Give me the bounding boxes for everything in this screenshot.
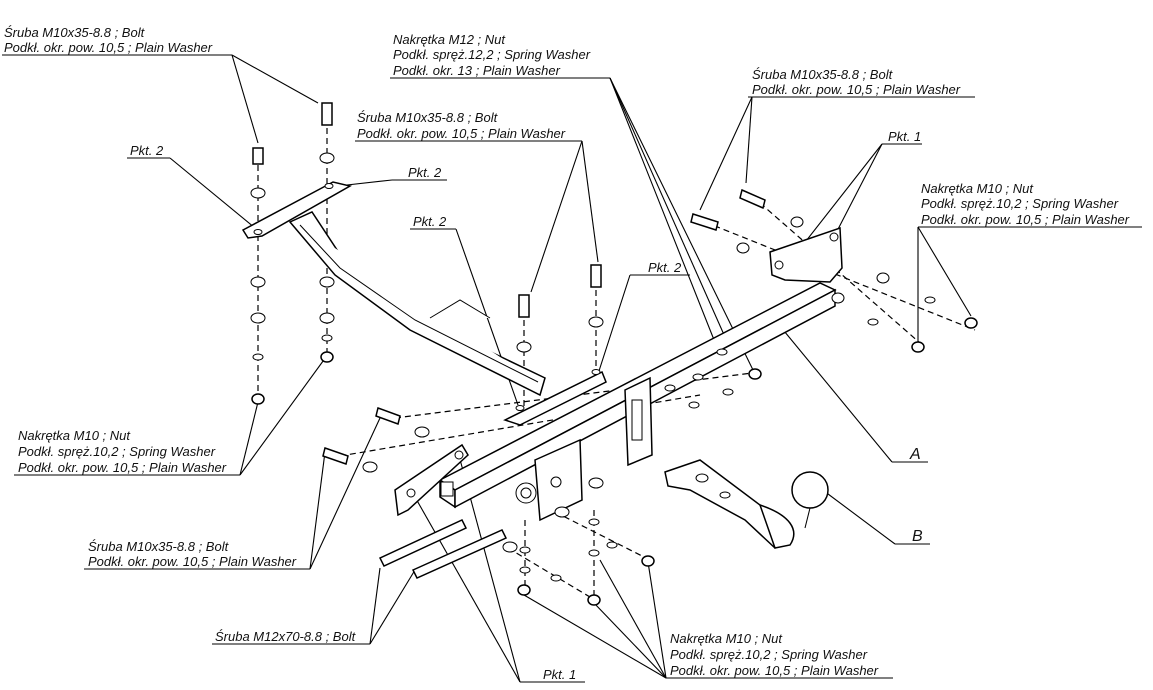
label-bolt-bottom-left: Śruba M10x35-8.8 ; Bolt Podkł. okr. pow.… (84, 539, 310, 570)
label-bolt-top-right: Śruba M10x35-8.8 ; Bolt Podkł. okr. pow.… (748, 67, 975, 98)
label-nut-m12-top: Nakrętka M12 ; Nut Podkł. spręż.12,2 ; S… (390, 32, 610, 79)
left-mounting-arm (241, 181, 546, 397)
label-bolt-top-left: Śruba M10x35-8.8 ; Bolt Podkł. okr. pow.… (2, 25, 232, 56)
pkt2-label: Pkt. 2 (130, 143, 164, 158)
label-text: Nakrętka M10 ; Nut (670, 631, 783, 646)
label-nut-m10-right: Nakrętka M10 ; Nut Podkł. spręż.10,2 ; S… (918, 181, 1142, 228)
label-text: Podkł. spręż.10,2 ; Spring Washer (18, 444, 216, 459)
label-text: Podkł. okr. 13 ; Plain Washer (393, 63, 561, 78)
leader-lines (169, 54, 972, 683)
part-a-label: A (909, 446, 921, 463)
label-text: Podkł. okr. pow. 10,5 ; Plain Washer (357, 126, 566, 141)
label-text: Nakrętka M12 ; Nut (393, 32, 506, 47)
pkt2-label: Pkt. 2 (413, 214, 447, 229)
label-text: Śruba M10x35-8.8 ; Bolt (88, 539, 230, 554)
pkt1-label: Pkt. 1 (888, 129, 921, 144)
label-bolt-middle: Śruba M10x35-8.8 ; Bolt Podkł. okr. pow.… (355, 110, 582, 142)
assembly-axes (257, 128, 976, 604)
pkt2-label: Pkt. 2 (408, 165, 442, 180)
label-text: Podkł. okr. pow. 10,5 ; Plain Washer (88, 554, 297, 569)
label-text: Podkł. okr. pow. 10,5 ; Plain Washer (18, 460, 227, 475)
label-text: Podkł. okr. pow. 10,5 ; Plain Washer (752, 82, 961, 97)
label-text: Śruba M10x35-8.8 ; Bolt (357, 110, 499, 125)
label-text: Podkł. spręż.10,2 ; Spring Washer (921, 196, 1119, 211)
label-text: Śruba M10x35-8.8 ; Bolt (4, 25, 146, 40)
label-text: Nakrętka M10 ; Nut (18, 428, 131, 443)
label-text: Podkł. okr. pow. 10,5 ; Plain Washer (670, 663, 879, 678)
label-text: Śruba M12x70-8.8 ; Bolt (215, 629, 357, 644)
pkt2-label: Pkt. 2 (648, 260, 682, 275)
fasteners (250, 102, 978, 606)
part-b-label: B (912, 528, 923, 545)
pkt1-label: Pkt. 1 (543, 667, 576, 682)
label-text: Podkł. spręż.10,2 ; Spring Washer (670, 647, 868, 662)
label-text: Podkł. spręż.12,2 ; Spring Washer (393, 47, 591, 62)
label-bolt-m12: Śruba M12x70-8.8 ; Bolt (212, 629, 370, 645)
label-nut-m10-bottom: Nakrętka M10 ; Nut Podkł. spręż.10,2 ; S… (666, 631, 893, 679)
label-text: Śruba M10x35-8.8 ; Bolt (752, 67, 894, 82)
main-crossbar-a (394, 226, 843, 522)
label-text: Podkł. okr. pow. 10,5 ; Plain Washer (4, 40, 213, 55)
label-text: Nakrętka M10 ; Nut (921, 181, 1034, 196)
label-nut-m10-left: Nakrętka M10 ; Nut Podkł. spręż.10,2 ; S… (14, 428, 240, 476)
ball-neck-b (664, 459, 829, 549)
label-text: Podkł. okr. pow. 10,5 ; Plain Washer (921, 212, 1130, 227)
